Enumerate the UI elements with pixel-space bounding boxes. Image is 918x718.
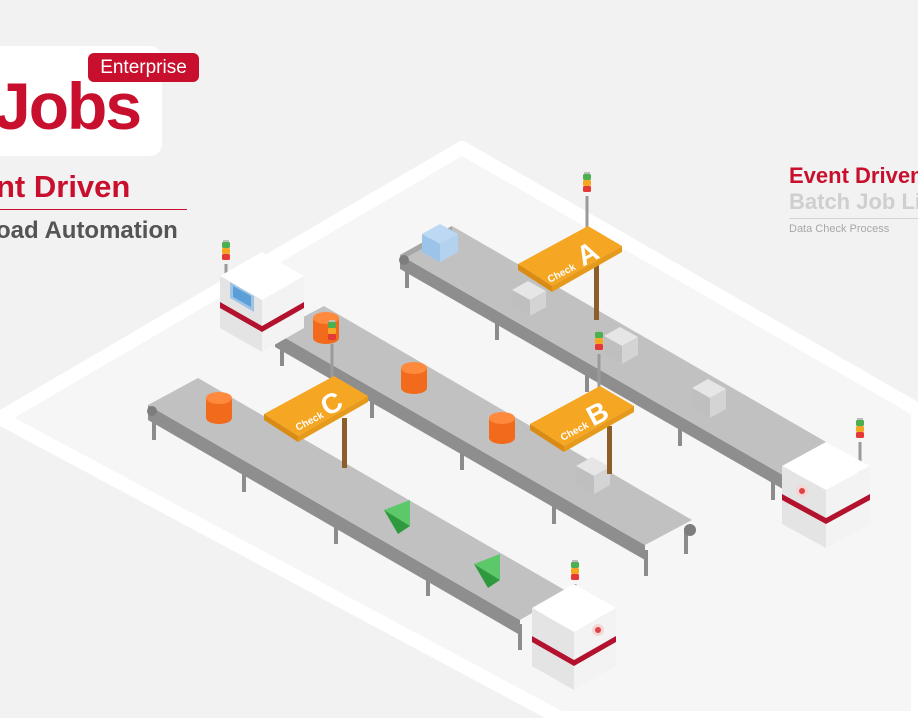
headline: nt Driven (0, 169, 131, 204)
green-prism (384, 500, 410, 534)
grey-box (576, 457, 610, 494)
transparent-cube (422, 224, 458, 262)
check-station-c: C Check (264, 320, 368, 468)
control-machine-left (220, 240, 304, 352)
green-prism (474, 554, 500, 588)
check-station-a: A Check (518, 172, 622, 320)
control-machine-bottom (532, 560, 616, 690)
enterprise-badge: Enterprise (88, 53, 199, 82)
check-station-b: B Check (530, 330, 634, 474)
control-machine-right (782, 418, 870, 548)
grey-box (604, 327, 638, 364)
grey-box (692, 379, 726, 418)
conveyor-belt-front (147, 378, 568, 650)
side-subtitle: Batch Job Li (789, 189, 918, 214)
side-divider (789, 218, 918, 219)
side-title: Event Driven (789, 163, 918, 188)
orange-barrel (401, 362, 427, 394)
subheadline: oad Automation (0, 217, 178, 244)
orange-barrel (206, 392, 232, 424)
headline-divider (0, 209, 187, 210)
side-note: Data Check Process (789, 223, 890, 235)
grey-box (512, 281, 546, 316)
orange-barrel (489, 412, 515, 444)
